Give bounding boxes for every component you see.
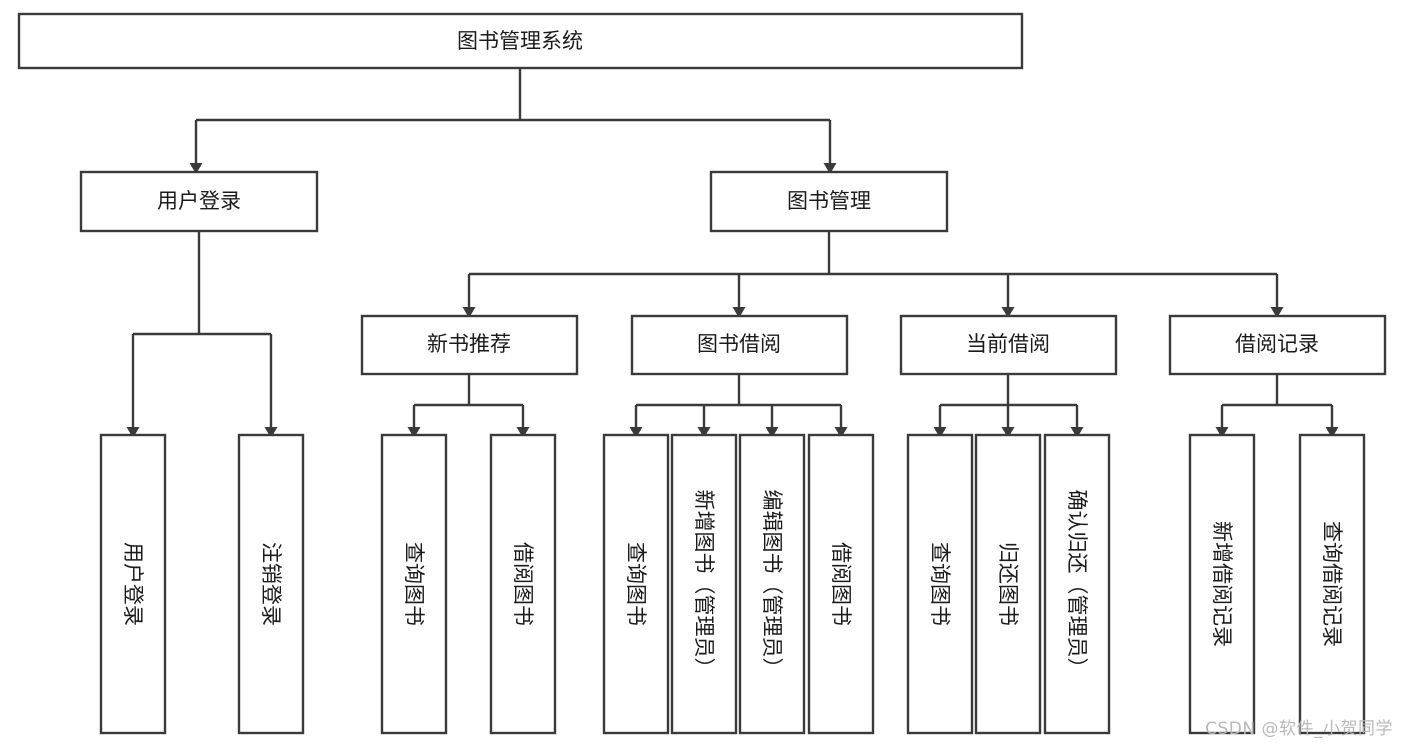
leaf-add-record-box[interactable] — [1188, 433, 1256, 735]
leaf-borrow-book-1-label: 借阅图书 — [511, 542, 535, 626]
leaf-user-login-box[interactable] — [99, 433, 167, 735]
leaf-user-logout-box[interactable] — [237, 433, 305, 735]
leaf-add-book-box[interactable] — [670, 433, 738, 735]
leaf-confirm-return-label: 确认归还（管理员） — [1065, 490, 1089, 679]
leaf-confirm-return[interactable]: 确认归还（管理员） — [1043, 433, 1111, 735]
node-current-borrow[interactable]: 当前借阅 — [899, 314, 1118, 376]
node-root-label: 图书管理系统 — [457, 29, 583, 53]
leaf-borrow-book-1[interactable]: 借阅图书 — [489, 433, 557, 735]
leaf-return-book-label: 归还图书 — [996, 542, 1020, 626]
leaf-query-book-2[interactable]: 查询图书 — [602, 433, 670, 735]
leaf-user-login-label: 用户登录 — [121, 542, 145, 626]
node-new-book-rec-label: 新书推荐 — [427, 332, 511, 356]
leaf-query-book-3-box[interactable] — [906, 433, 974, 735]
leaf-return-book-box[interactable] — [974, 433, 1042, 735]
leaf-borrow-book-2[interactable]: 借阅图书 — [807, 433, 875, 735]
node-book-manage-box[interactable] — [709, 170, 949, 233]
node-borrow-record-label: 借阅记录 — [1235, 332, 1319, 356]
leaf-edit-book[interactable]: 编辑图书（管理员） — [738, 433, 806, 735]
leaf-edit-book-label: 编辑图书（管理员） — [760, 490, 784, 679]
leaf-user-logout[interactable]: 注销登录 — [237, 433, 305, 735]
leaf-user-login[interactable]: 用户登录 — [99, 433, 167, 735]
leaf-query-record-label: 查询借阅记录 — [1320, 521, 1344, 647]
leaf-add-record[interactable]: 新增借阅记录 — [1188, 433, 1256, 735]
leaf-edit-book-box[interactable] — [738, 433, 806, 735]
leaf-query-book-2-box[interactable] — [602, 433, 670, 735]
leaf-query-book-1-box[interactable] — [380, 433, 448, 735]
node-book-borrow-box[interactable] — [630, 314, 849, 376]
node-borrow-record-box[interactable] — [1168, 314, 1387, 376]
node-new-book-rec-box[interactable] — [360, 314, 579, 376]
leaf-return-book[interactable]: 归还图书 — [974, 433, 1042, 735]
leaf-add-book[interactable]: 新增图书（管理员） — [670, 433, 738, 735]
node-user-login-label: 用户登录 — [157, 189, 241, 213]
node-current-borrow-box[interactable] — [899, 314, 1118, 376]
leaf-query-book-1-label: 查询图书 — [402, 542, 426, 626]
node-user-login[interactable]: 用户登录 — [79, 170, 319, 233]
node-current-borrow-label: 当前借阅 — [966, 332, 1050, 356]
leaf-query-record[interactable]: 查询借阅记录 — [1298, 433, 1366, 735]
node-root-box[interactable] — [17, 12, 1024, 70]
leaf-borrow-book-2-box[interactable] — [807, 433, 875, 735]
leaf-add-book-label: 新增图书（管理员） — [692, 490, 716, 679]
node-new-book-rec[interactable]: 新书推荐 — [360, 314, 579, 376]
leaf-query-book-3-label: 查询图书 — [928, 542, 952, 626]
node-root[interactable]: 图书管理系统 — [17, 12, 1024, 70]
node-book-borrow[interactable]: 图书借阅 — [630, 314, 849, 376]
leaf-user-logout-label: 注销登录 — [259, 542, 283, 626]
node-book-manage-label: 图书管理 — [787, 189, 871, 213]
leaf-query-book-1[interactable]: 查询图书 — [380, 433, 448, 735]
leaf-query-book-2-label: 查询图书 — [624, 542, 648, 626]
node-book-borrow-label: 图书借阅 — [697, 332, 781, 356]
leaf-query-record-box[interactable] — [1298, 433, 1366, 735]
leaf-borrow-book-1-box[interactable] — [489, 433, 557, 735]
leaf-borrow-book-2-label: 借阅图书 — [829, 542, 853, 626]
node-borrow-record[interactable]: 借阅记录 — [1168, 314, 1387, 376]
node-book-manage[interactable]: 图书管理 — [709, 170, 949, 233]
leaf-add-record-label: 新增借阅记录 — [1210, 521, 1234, 647]
leaf-query-book-3[interactable]: 查询图书 — [906, 433, 974, 735]
leaf-confirm-return-box[interactable] — [1043, 433, 1111, 735]
